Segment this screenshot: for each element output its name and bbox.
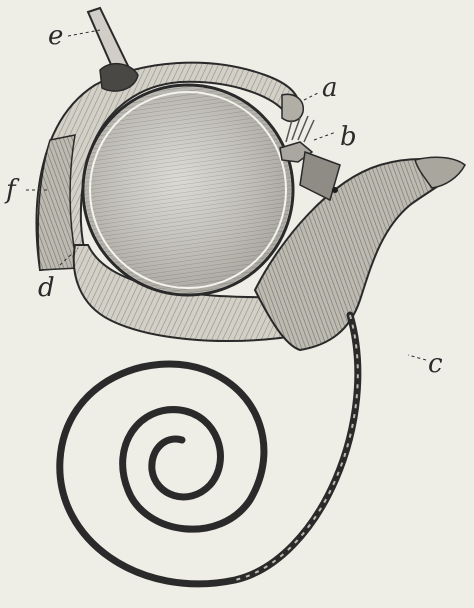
spiral-coil-highlight: [235, 315, 358, 580]
label-d: d: [38, 273, 55, 303]
label-a: a: [322, 73, 338, 103]
spiral-coil: [60, 315, 358, 584]
label-f: f: [4, 175, 20, 205]
lens-shade: [85, 87, 291, 293]
strap-dot: [332, 187, 338, 193]
leader-b: [314, 132, 336, 140]
leader-a: [304, 92, 320, 100]
label-c: c: [428, 349, 443, 379]
knob-a: [282, 94, 303, 121]
label-e: e: [48, 21, 63, 51]
label-b: b: [340, 122, 357, 152]
leader-c: [408, 355, 426, 360]
